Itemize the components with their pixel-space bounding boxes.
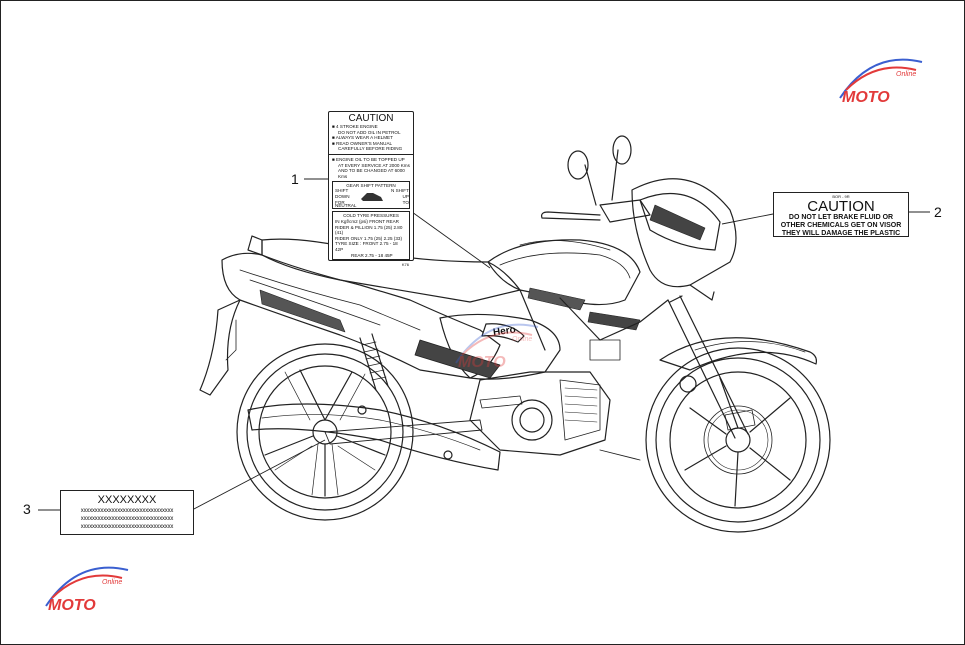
gear-shift-pattern: GEAR SHIFT PATTERN SHIFT DOWN FOR NEUTRA… — [332, 181, 410, 210]
warning-line: ■ 4 STROKE ENGINE — [332, 124, 378, 129]
gear-right-line: TO — [402, 199, 409, 205]
gear-shoe-icon — [361, 193, 383, 202]
moto-logo-icon: MOTO Online — [839, 58, 923, 106]
label-2-title: CAUTION — [807, 198, 875, 215]
watermark-text: MOTO — [842, 89, 890, 106]
pressure-line: RIDER & PILLION 1.75 (25) 2.80 (41) — [335, 224, 403, 236]
watermark-sub: Online — [102, 579, 122, 586]
warning-line: ■ READ OWNER'S MANUAL — [332, 140, 393, 146]
warning-line: CAREFULLY BEFORE RIDING — [338, 146, 403, 152]
watermark-text: MOTO — [458, 354, 506, 371]
callout-number-1: 1 — [291, 171, 299, 187]
gear-left-line: NEUTRAL — [335, 203, 357, 209]
oil-line: ■ ENGINE OIL TO BE TOPPED UP — [332, 156, 405, 162]
label-1-code: K76 — [401, 262, 409, 268]
gear-right-line: UP — [402, 193, 409, 199]
gear-left-text: SHIFT DOWN FOR — [335, 188, 350, 205]
watermark-sub: Online — [512, 336, 532, 343]
caution-label-engine: CAUTION ■ 4 STROKE ENGINE DO NOT ADD OIL… — [328, 111, 414, 267]
watermark-sub: Online — [896, 71, 916, 78]
leader-line-3-to-bike — [191, 439, 326, 511]
label-2-code: BOR - 9R — [832, 194, 850, 199]
placeholder-label: XXXXXXXX xxxxxxxxxxxxxxxxxxxxxxxxxxxxxxx… — [60, 490, 194, 535]
rear-tire-outer — [236, 343, 414, 521]
pressure-line: RIDER ONLY 1.75 (25) 2.25 (33) — [335, 235, 402, 241]
pressure-line: IN Kgf/cm2 (psi) FRONT REAR — [335, 218, 399, 224]
label-3-line: xxxxxxxxxxxxxxxxxxxxxxxxxxxxxxxxx — [80, 524, 174, 530]
gear-left-line: FOR — [335, 199, 345, 205]
front-tire-outer — [645, 347, 831, 533]
label-2-line: OTHER CHEMICALS GET ON VISOR — [780, 222, 902, 229]
callout-number-3: 3 — [23, 501, 31, 517]
oil-line: AT EVERY SERVICE AT 2000 Kms — [338, 162, 410, 168]
leader-line-1-to-bike — [411, 211, 491, 269]
label-3-title: XXXXXXXX — [97, 494, 157, 506]
label-3-line: xxxxxxxxxxxxxxxxxxxxxxxxxxxxxxxxx — [80, 516, 174, 522]
tyre-pressure-table: COLD TYRE PRESSURES IN Kgf/cm2 (psi) FRO… — [332, 211, 410, 261]
pressure-line: TYRE SIZE : FRONT 2.75 - 18 42P — [335, 241, 398, 252]
gear-n-mark: N — [391, 188, 395, 194]
label-3-line: xxxxxxxxxxxxxxxxxxxxxxxxxxxxxxxxx — [80, 508, 174, 514]
oil-info: ■ ENGINE OIL TO BE TOPPED UP AT EVERY SE… — [329, 157, 413, 179]
watermark-text: MOTO — [48, 597, 96, 614]
moto-watermark-logo-center: MOTO Online — [448, 305, 558, 380]
warning-line: ■ ALWAYS WEAR A HELMET — [332, 135, 393, 141]
moto-watermark-logo-bottom: MOTO Online — [38, 548, 148, 623]
oil-line: AND TO BE CHANGED AT 6000 Kms — [338, 168, 405, 179]
gear-right-text: N SHIFT UP TO — [391, 188, 409, 205]
leader-line-2-to-visor — [721, 213, 774, 225]
gear-shift-title: GEAR SHIFT PATTERN — [346, 183, 396, 189]
caution-label-visor: BOR - 9R CAUTION DO NOT LET BRAKE FLUID … — [773, 192, 909, 237]
gear-left-line: DOWN — [335, 193, 350, 199]
pressure-line: REAR 2.75 - 18 45P — [351, 252, 393, 258]
gear-right-line: SHIFT — [395, 188, 409, 194]
moto-logo-icon: MOTO Online — [455, 323, 539, 371]
label-2-line: DO NOT LET BRAKE FLUID OR — [788, 214, 894, 221]
callout-number-2: 2 — [934, 204, 942, 220]
rear-tire-inner — [246, 353, 404, 511]
moto-logo-icon: MOTO Online — [45, 566, 129, 614]
tyre-pressure-title: COLD TYRE PRESSURES — [343, 213, 399, 219]
warning-line: DO NOT ADD OIL IN PETROL — [338, 129, 401, 135]
caution-label-1-warnings: ■ 4 STROKE ENGINE DO NOT ADD OIL IN PETR… — [329, 124, 413, 152]
moto-watermark-logo: MOTO Online — [832, 40, 942, 115]
gear-left-line: SHIFT — [335, 188, 349, 194]
caution-label-1-title: CAUTION — [348, 113, 394, 124]
label-2-line: THEY WILL DAMAGE THE PLASTIC — [781, 230, 901, 237]
